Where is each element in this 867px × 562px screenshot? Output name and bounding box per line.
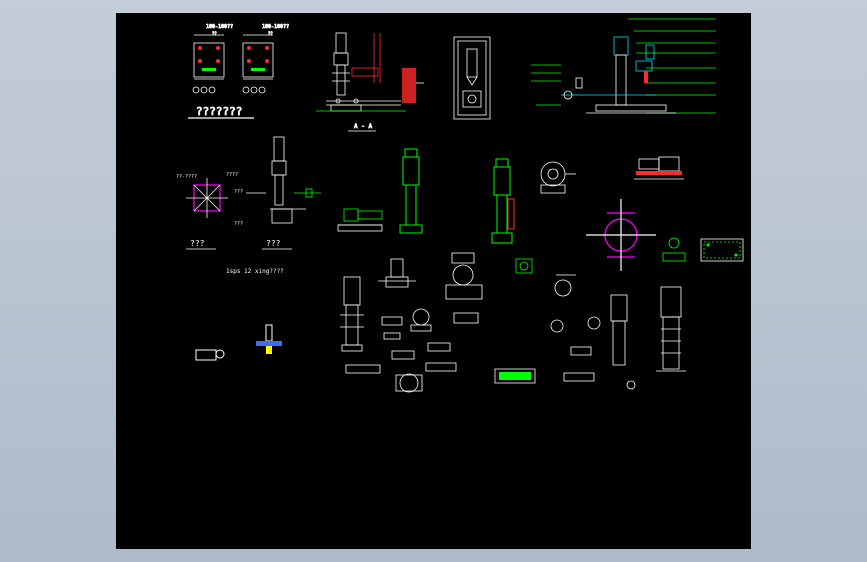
base-title: ??????? (196, 105, 242, 118)
plan-note-1: ??-???? (176, 174, 197, 180)
plan-caption-left: ??? (190, 239, 205, 248)
plan-note-4: ??? (234, 221, 243, 227)
horizontal-pump-green (337, 208, 383, 232)
drawing-canvas[interactable]: 100-100?? 100-100?? ?? ?? (116, 13, 751, 549)
vertical-pump-green-2 (491, 158, 515, 244)
base-sub-right: ?? (268, 31, 273, 36)
instrument-green (662, 237, 686, 262)
section-a-a: A - A (316, 32, 424, 132)
pump-cluster-lower (340, 252, 686, 393)
plan-and-column: ??-???? ???? ??? ??? ??? ??? (176, 136, 321, 275)
plan-note-2: ???? (226, 172, 238, 178)
base-plate-left (193, 42, 225, 78)
base-dim-left: 100-100?? (206, 24, 233, 30)
base-sub-left: ?? (212, 31, 217, 36)
butterfly-valve (586, 199, 656, 271)
flange-plate (700, 238, 744, 262)
plan-caption-right: ??? (266, 239, 281, 248)
centrifugal-pump (540, 161, 576, 194)
base-plate-details: 100-100?? 100-100?? ?? ?? (188, 24, 289, 119)
section-mark: A - A (354, 123, 372, 130)
pump-panel-detail (453, 36, 491, 120)
nameplate-box (494, 368, 536, 384)
base-plate-right (242, 42, 274, 78)
vertical-pump-green-1 (399, 148, 423, 234)
cad-drawing: 100-100?? 100-100?? ?? ?? (176, 18, 744, 393)
spec-note: 1sps 12 xing???? (226, 268, 284, 275)
installation-elevation (531, 18, 716, 114)
submersible-pump (195, 324, 282, 361)
horizontal-pump-top-right (634, 156, 684, 180)
plan-note-3: ??? (234, 189, 243, 195)
base-dim-right: 100-100?? (262, 24, 289, 30)
